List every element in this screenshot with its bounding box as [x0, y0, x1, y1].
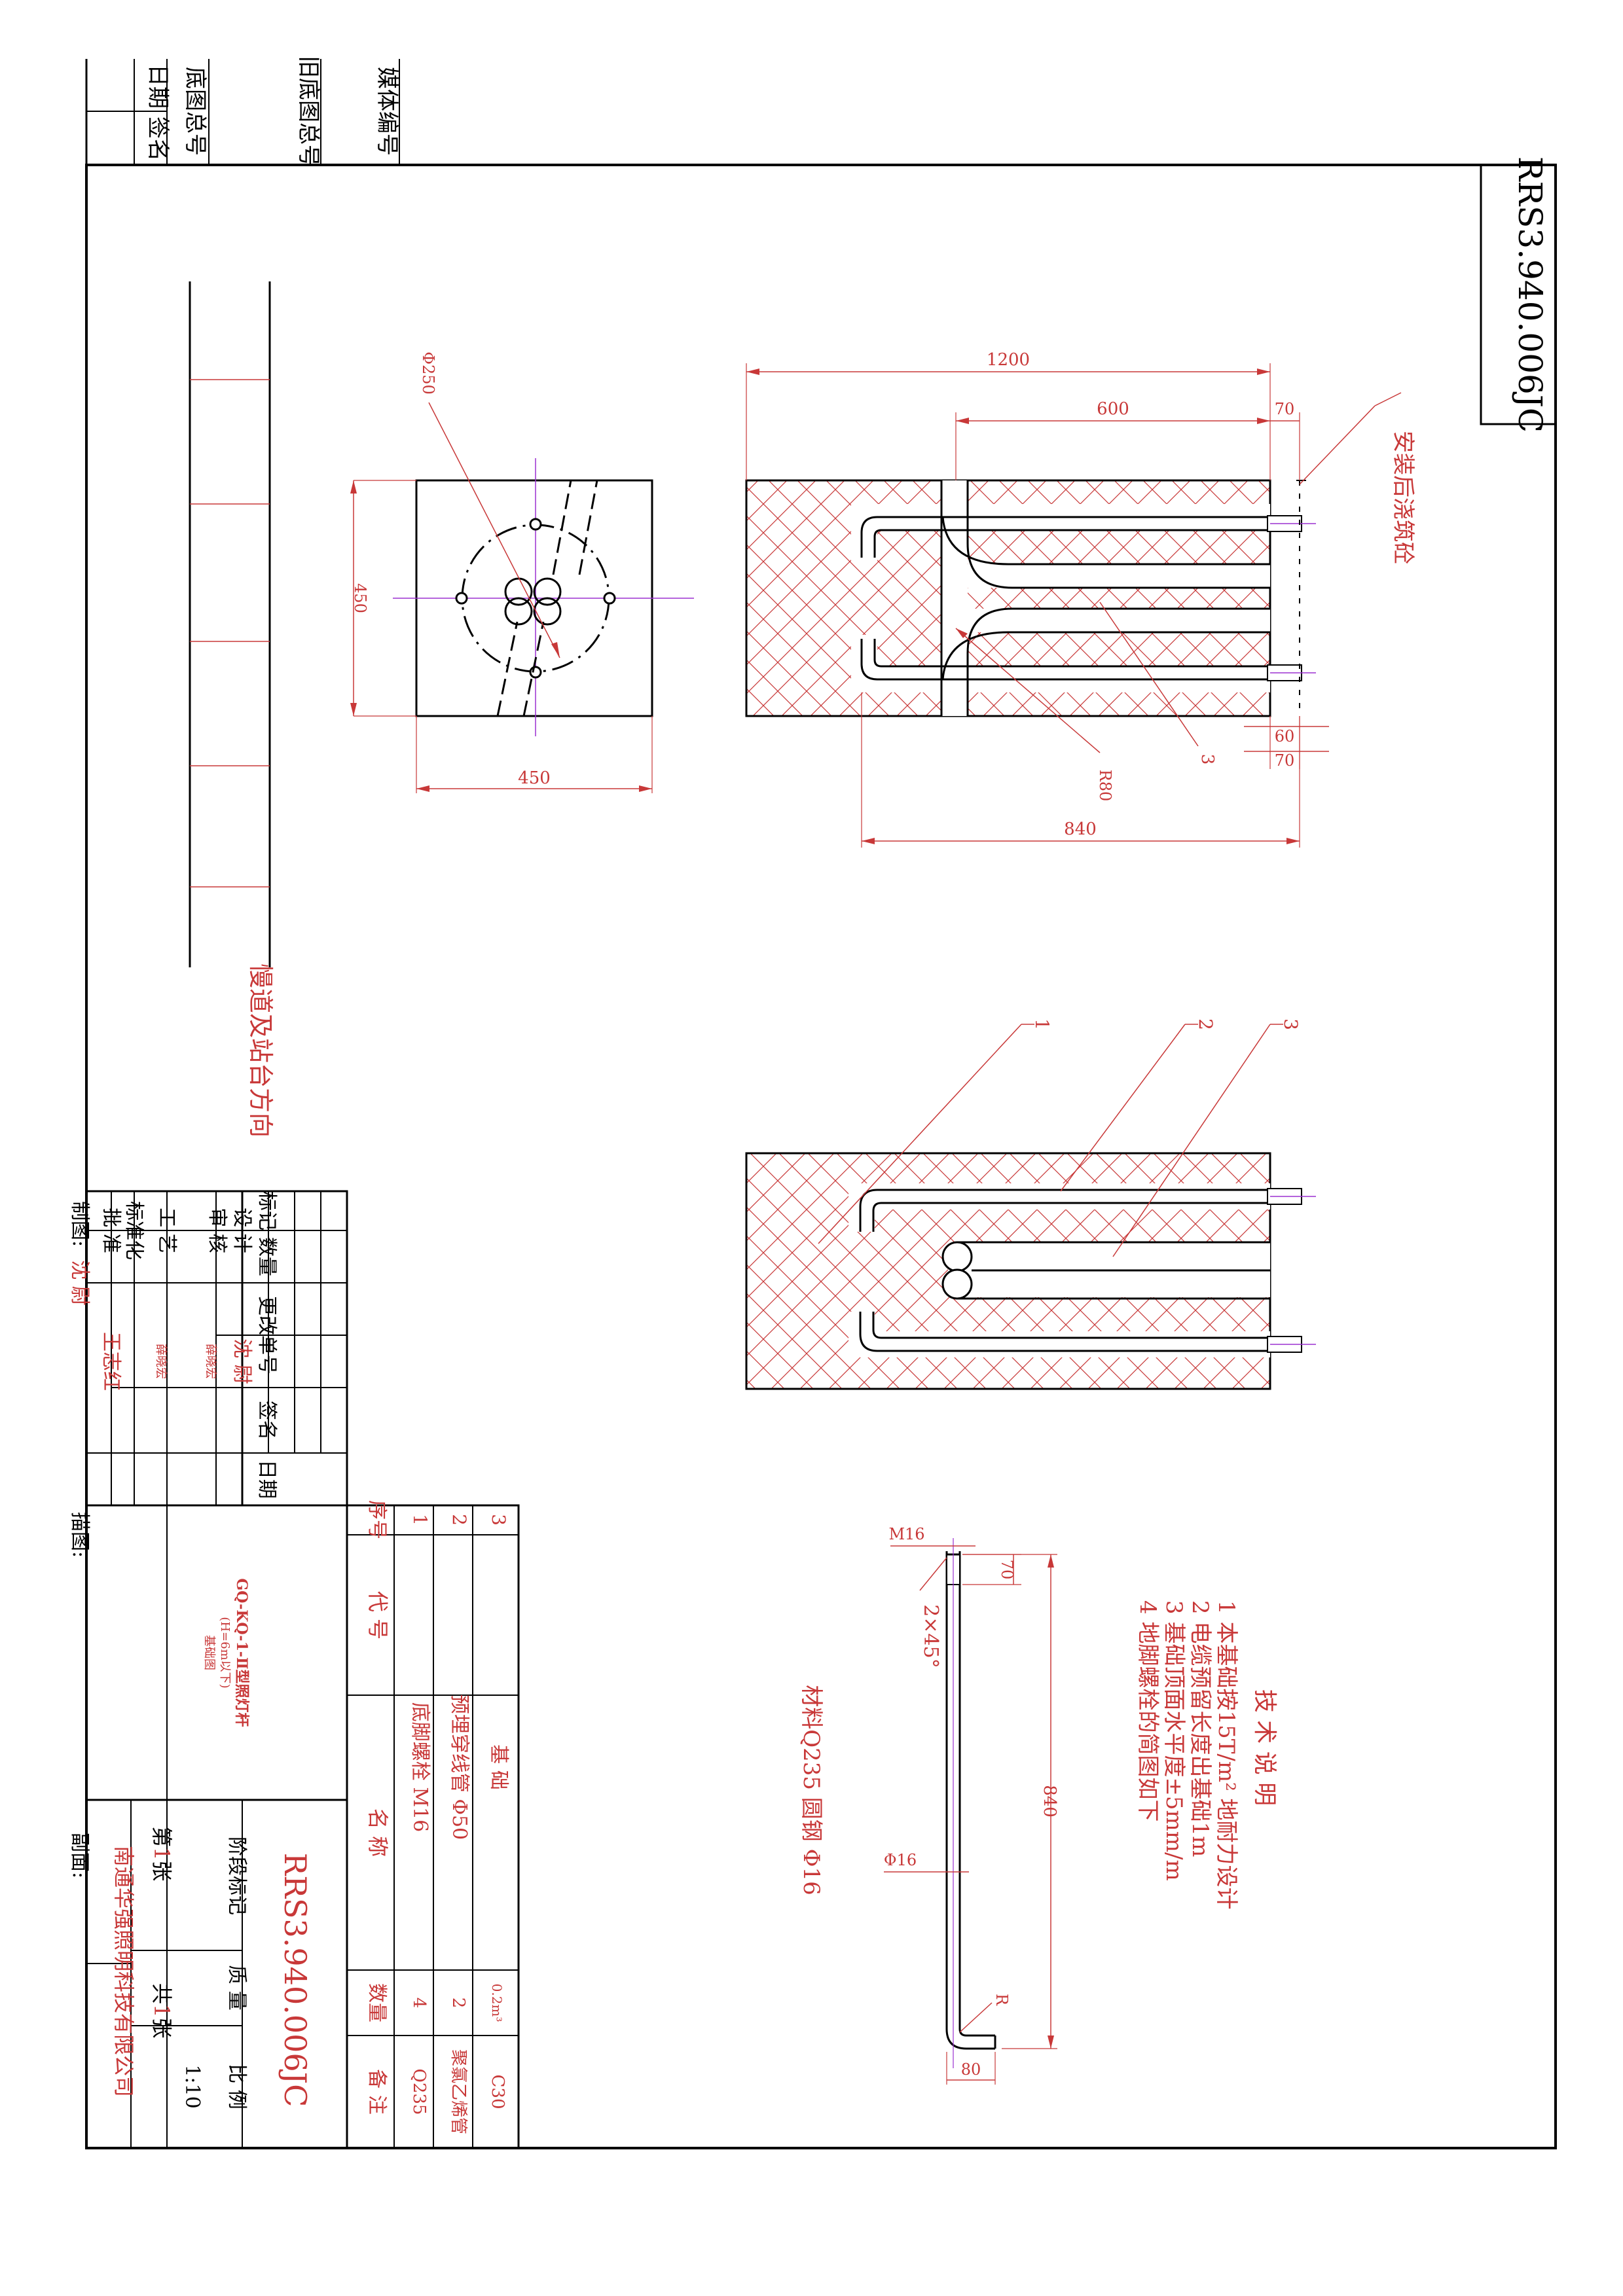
parts-header-qty: 数量	[365, 1983, 388, 2022]
name-design: 沈 尉	[230, 1338, 253, 1384]
section-view: 1200 600 70 安装后浇筑砼 60 70 840 R80	[745, 350, 1416, 848]
parts-row-1-no: 1	[409, 1514, 431, 1526]
stamp-media-number: 媒体编号	[374, 67, 400, 156]
role-process: 工 艺	[155, 1208, 178, 1253]
section-dim-840: 840	[1064, 819, 1097, 839]
product-name: GQ-KQ-1-Ⅱ型照灯杆	[233, 1578, 250, 1727]
rev-header-sign: 签名	[255, 1401, 278, 1440]
detail-callout-1: 1	[1031, 1018, 1053, 1030]
weight-label: 质 量	[225, 1965, 248, 2011]
plan-dim-width: 450	[518, 768, 551, 788]
section-callout-3: 3	[1197, 754, 1217, 765]
tech-note-3: 3 基础顶面水平度±5mm/m	[1161, 1600, 1187, 1881]
sheet-label: 第1张	[149, 1826, 174, 1881]
parts-row-2-name: 预埋穿线管 Φ50	[448, 1695, 471, 1840]
drafter-label: 制图:	[68, 1201, 91, 1247]
drawing-frame	[85, 164, 1557, 2149]
margin-column: 慢道及站台方向	[189, 281, 275, 1138]
bolt-dim-840: 840	[1040, 1785, 1059, 1818]
bolt-chamfer: 2×45°	[919, 1604, 942, 1668]
section-pour-note: 安装后浇筑砼	[1390, 431, 1416, 564]
parts-row-1-qty: 4	[409, 1998, 429, 2009]
parts-row-1-name: 底脚螺栓 M16	[409, 1702, 431, 1832]
section-dim-70-bottom: 70	[1275, 751, 1295, 770]
rev-header-qty: 数量	[255, 1237, 278, 1276]
name-approve: 王志红	[100, 1332, 122, 1391]
parts-header-note: 备 注	[365, 2069, 388, 2115]
tech-notes-title: 技 术 说 明	[1251, 1689, 1278, 1806]
parts-header-name: 名 称	[365, 1808, 390, 1857]
title-block: GQ-KQ-1-Ⅱ型照灯杆 (H=6m以下) 基础图 RRS3.940.006J…	[85, 1504, 348, 2149]
bolt-radius: R	[993, 1994, 1011, 2006]
plan-dim-height: 450	[351, 583, 369, 613]
tech-note-4: 4 地脚螺栓的简图如下	[1135, 1600, 1161, 1821]
stage-label: 阶段标记	[225, 1837, 248, 1915]
section-dim-60: 60	[1275, 727, 1295, 745]
parts-row-1-note: Q235	[409, 2069, 429, 2115]
parts-row-2-no: 2	[448, 1514, 470, 1526]
drafter-name: 沈 尉	[68, 1260, 91, 1306]
rev-header-mark: 标记	[255, 1191, 278, 1230]
section-dim-600: 600	[1097, 399, 1129, 419]
stamp-base-number: 底图总号	[182, 67, 208, 156]
bolt-dim-80: 80	[961, 2060, 981, 2079]
role-review: 审 核	[206, 1208, 228, 1253]
tech-note-1: 1 本基础按15T/m² 地耐力设计	[1213, 1600, 1239, 1910]
rev-header-date: 日期	[255, 1460, 278, 1499]
role-design: 设 计	[230, 1208, 253, 1253]
parts-row-3-no: 3	[488, 1514, 509, 1526]
plan-dim-diameter: Φ250	[419, 351, 437, 394]
plan-view: Φ250 450 450	[350, 351, 694, 793]
parts-header-no: 序号	[365, 1500, 388, 1539]
role-standard: 标准化	[122, 1201, 145, 1260]
parts-row-2-note: 聚氯乙烯管	[448, 2049, 468, 2134]
product-type: 基础图	[202, 1635, 216, 1670]
role-approve: 批 准	[100, 1208, 122, 1253]
section-radius: R80	[1096, 770, 1114, 802]
section-dim-70-top: 70	[1275, 400, 1295, 418]
drawing-number-title: RRS3.940.006JC	[278, 1853, 313, 2108]
section-dim-total: 1200	[987, 350, 1030, 370]
stamp-date: 日期	[145, 64, 171, 109]
revision-block: 标记 数量 更改单号 签名 日期 设 计 审 核 工 艺 标准化 批 准 沈 尉…	[68, 1190, 348, 1878]
detail-view: 1 2 3	[745, 1018, 1316, 1390]
rev-header-change: 更改单号	[255, 1296, 278, 1374]
top-stamp: 日期 签名 底图总号 旧底图总号 媒体编号	[85, 56, 400, 167]
product-spec: (H=6m以下)	[218, 1617, 232, 1688]
scale-value: 1:10	[181, 2064, 204, 2108]
parts-header-code: 代 号	[365, 1591, 390, 1640]
parts-list: 序号 代 号 名 称 数量 备 注 1 底脚螺栓 M16 4 Q235 2 预埋…	[346, 1500, 520, 2149]
company-name: 南通华强照明科技有限公司	[111, 1846, 136, 2097]
drawing-number-box: RRS3.940.006JC	[1480, 156, 1557, 433]
bolt-thread: M16	[888, 1525, 924, 1543]
bolt-view: M16 2×45° 70 840 Φ16 R 80 材料Q235 圆钢 Φ16	[798, 1525, 1059, 2085]
total-label: 共1张	[149, 1983, 174, 2038]
parts-row-3-note: C30	[488, 2075, 507, 2109]
parts-row-2-qty: 2	[448, 1998, 468, 2009]
parts-row-3-qty: 0.2m³	[489, 1984, 505, 2022]
tech-note-2: 2 电缆预留长度出基础1m	[1187, 1600, 1213, 1857]
stamp-old-base-number: 旧底图总号	[295, 56, 321, 167]
drawing-number-top: RRS3.940.006JC	[1511, 156, 1549, 433]
scale-label: 比 例	[225, 2064, 248, 2109]
detail-callout-2: 2	[1195, 1018, 1216, 1030]
tech-notes: 技 术 说 明 1 本基础按15T/m² 地耐力设计 2 电缆预留长度出基础1m…	[1135, 1600, 1278, 1910]
name-process: 薛晓宏	[154, 1344, 168, 1379]
checker-label: 副面:	[68, 1833, 91, 1878]
bolt-dim-70: 70	[998, 1560, 1016, 1580]
bolt-diameter: Φ16	[884, 1851, 917, 1869]
direction-note: 慢道及站台方向	[246, 963, 275, 1138]
parts-row-3-name: 基 础	[487, 1744, 510, 1790]
tracer-label: 描图:	[68, 1512, 91, 1558]
name-review: 薛晓宏	[204, 1344, 217, 1379]
bolt-material: 材料Q235 圆钢 Φ16	[798, 1685, 824, 1895]
stamp-signature: 签名	[145, 117, 171, 161]
detail-callout-3: 3	[1280, 1018, 1302, 1030]
